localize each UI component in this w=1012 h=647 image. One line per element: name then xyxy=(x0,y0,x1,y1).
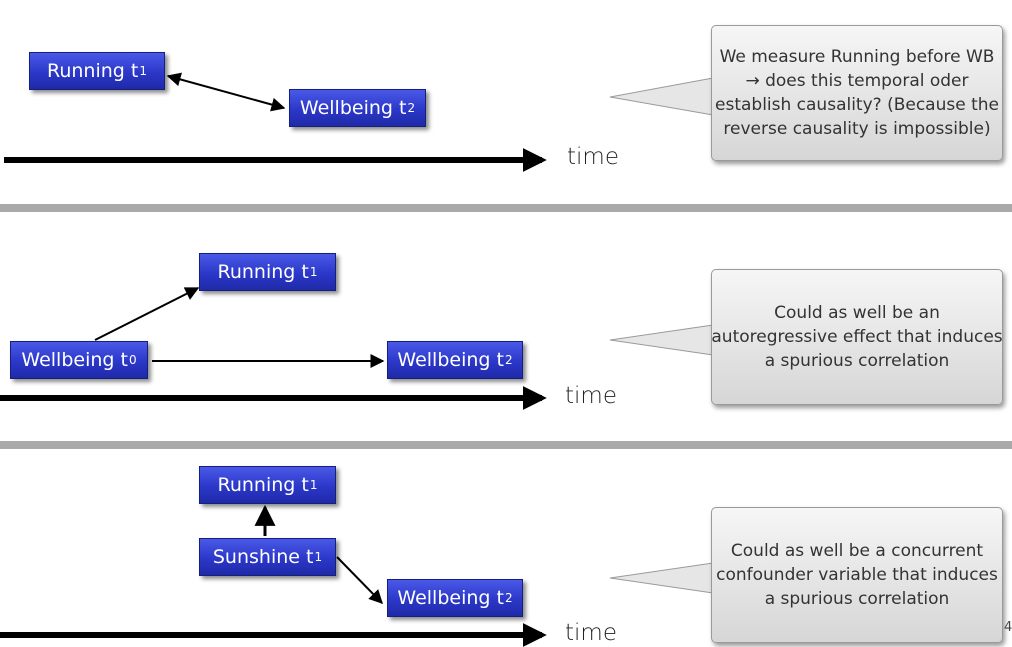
node-label: Wellbeing t xyxy=(21,349,128,371)
node-label: Wellbeing t xyxy=(299,97,407,119)
double-arrow-running-wellbeing xyxy=(166,72,286,112)
node-label: Running t xyxy=(217,474,309,496)
callout-temporal-order: We measure Running before WB → does this… xyxy=(711,25,1003,161)
panel-1-arrows xyxy=(4,72,714,172)
arrow-wellbeing-t0-to-running-t1 xyxy=(94,287,200,341)
callout-pointer xyxy=(609,77,714,116)
node-label: Wellbeing t xyxy=(397,587,504,609)
node-label: Running t xyxy=(47,60,139,82)
panel-3-arrows xyxy=(0,504,714,647)
node-label: Wellbeing t xyxy=(397,349,504,371)
node-label: Sunshine t xyxy=(212,546,314,568)
time-axis-label: time xyxy=(567,144,619,170)
callout-pointer xyxy=(609,324,714,356)
node-subscript: 1 xyxy=(139,64,147,78)
node-subscript: 2 xyxy=(504,353,513,367)
callout-line: Could as well be an xyxy=(774,303,940,323)
callout-line: a spurious correlation xyxy=(764,351,950,371)
callout-line: confounder variable that induces xyxy=(716,565,998,585)
callout-confounder: Could as well be a concurrent confounder… xyxy=(711,507,1003,643)
callout-line: We measure Running before WB xyxy=(719,47,995,67)
panel-divider xyxy=(0,204,1012,212)
time-axis-label: time xyxy=(565,383,617,409)
node-subscript: 0 xyxy=(128,353,137,367)
callout-line: a spurious correlation xyxy=(764,589,950,609)
node-subscript: 2 xyxy=(407,101,416,115)
node-subscript: 1 xyxy=(309,265,318,279)
time-axis-label: time xyxy=(565,620,617,646)
node-subscript: 1 xyxy=(314,550,323,564)
callout-autoregressive: Could as well be an autoregressive effec… xyxy=(711,269,1003,405)
node-label: Running t xyxy=(217,261,309,283)
callout-pointer xyxy=(609,562,714,594)
page-number: 4 xyxy=(1004,620,1012,635)
panel-2-arrows xyxy=(0,287,714,410)
callout-line: reverse causality is impossible) xyxy=(723,119,991,139)
node-subscript: 2 xyxy=(504,591,513,605)
callout-line: autoregressive effect that induces xyxy=(711,327,1003,347)
node-subscript: 1 xyxy=(309,478,318,492)
callout-line: → does this temporal oder xyxy=(745,71,969,91)
callout-line: Could as well be a concurrent xyxy=(730,541,984,561)
arrow-sunshine-to-wellbeing xyxy=(336,556,383,605)
callout-line: establish causality? (Because the xyxy=(715,95,999,115)
panel-divider xyxy=(0,441,1012,449)
